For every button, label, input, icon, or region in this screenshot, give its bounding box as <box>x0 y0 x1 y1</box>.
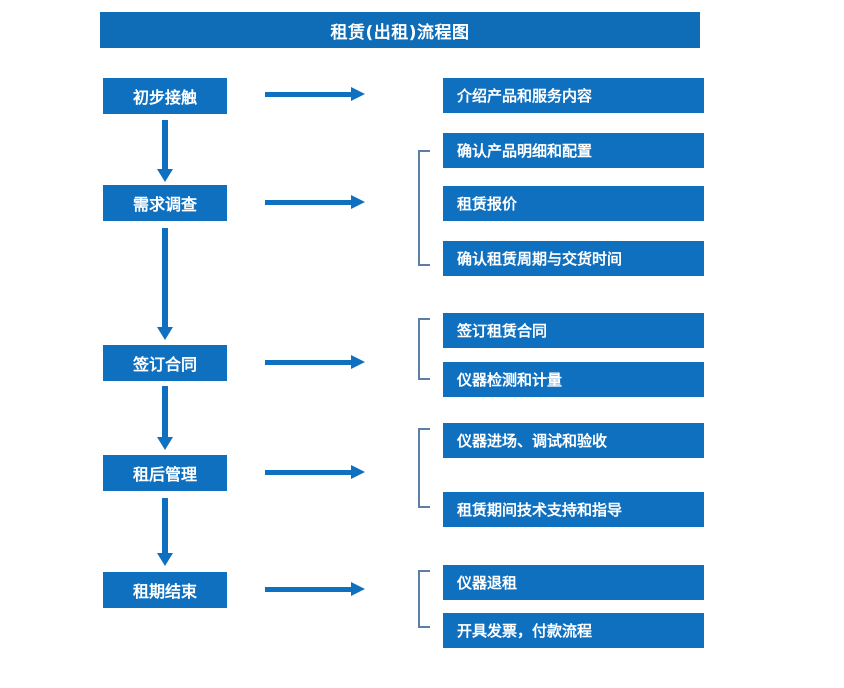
output-node-3-2[interactable]: 仪器检测和计量 <box>443 362 704 397</box>
arrow-shaft <box>265 200 353 205</box>
arrow-head <box>351 87 365 101</box>
group-bracket-3 <box>418 318 430 380</box>
stage-node-5[interactable]: 租期结束 <box>103 572 227 608</box>
arrow-shaft <box>265 470 353 475</box>
arrow-shaft <box>162 386 168 437</box>
output-node-3-1[interactable]: 签订租赁合同 <box>443 313 704 348</box>
output-node-4-1[interactable]: 仪器进场、调试和验收 <box>443 423 704 458</box>
arrow-shaft <box>162 498 168 553</box>
stage-node-4[interactable]: 租后管理 <box>103 455 227 491</box>
page-title: 租赁(出租)流程图 <box>100 12 700 48</box>
right-arrow-icon-5 <box>265 582 365 596</box>
right-arrow-icon-1 <box>265 87 365 101</box>
output-node-2-2[interactable]: 租赁报价 <box>443 186 704 221</box>
output-node-4-2[interactable]: 租赁期间技术支持和指导 <box>443 492 704 527</box>
arrow-head <box>157 327 173 340</box>
arrow-shaft <box>162 228 168 327</box>
arrow-shaft <box>265 92 353 97</box>
down-arrow-icon <box>157 498 173 566</box>
arrow-shaft <box>162 120 168 169</box>
arrow-shaft <box>265 587 353 592</box>
output-node-2-3[interactable]: 确认租赁周期与交货时间 <box>443 241 704 276</box>
arrow-head <box>351 355 365 369</box>
arrow-head <box>351 582 365 596</box>
right-arrow-icon-4 <box>265 465 365 479</box>
group-bracket-2 <box>418 150 430 266</box>
down-arrow-icon <box>157 386 173 450</box>
arrow-head <box>351 465 365 479</box>
arrow-head <box>351 195 365 209</box>
down-arrow-icon <box>157 120 173 182</box>
right-arrow-icon-3 <box>265 355 365 369</box>
group-bracket-5 <box>418 570 430 628</box>
arrow-head <box>157 169 173 182</box>
output-node-1-1[interactable]: 介绍产品和服务内容 <box>443 78 704 113</box>
stage-node-1[interactable]: 初步接触 <box>103 78 227 114</box>
arrow-head <box>157 553 173 566</box>
output-node-5-2[interactable]: 开具发票，付款流程 <box>443 613 704 648</box>
right-arrow-icon-2 <box>265 195 365 209</box>
arrow-shaft <box>265 360 353 365</box>
arrow-head <box>157 437 173 450</box>
output-node-5-1[interactable]: 仪器退租 <box>443 565 704 600</box>
output-node-2-1[interactable]: 确认产品明细和配置 <box>443 133 704 168</box>
group-bracket-4 <box>418 428 430 508</box>
down-arrow-icon <box>157 228 173 340</box>
stage-node-2[interactable]: 需求调查 <box>103 185 227 221</box>
stage-node-3[interactable]: 签订合同 <box>103 345 227 381</box>
